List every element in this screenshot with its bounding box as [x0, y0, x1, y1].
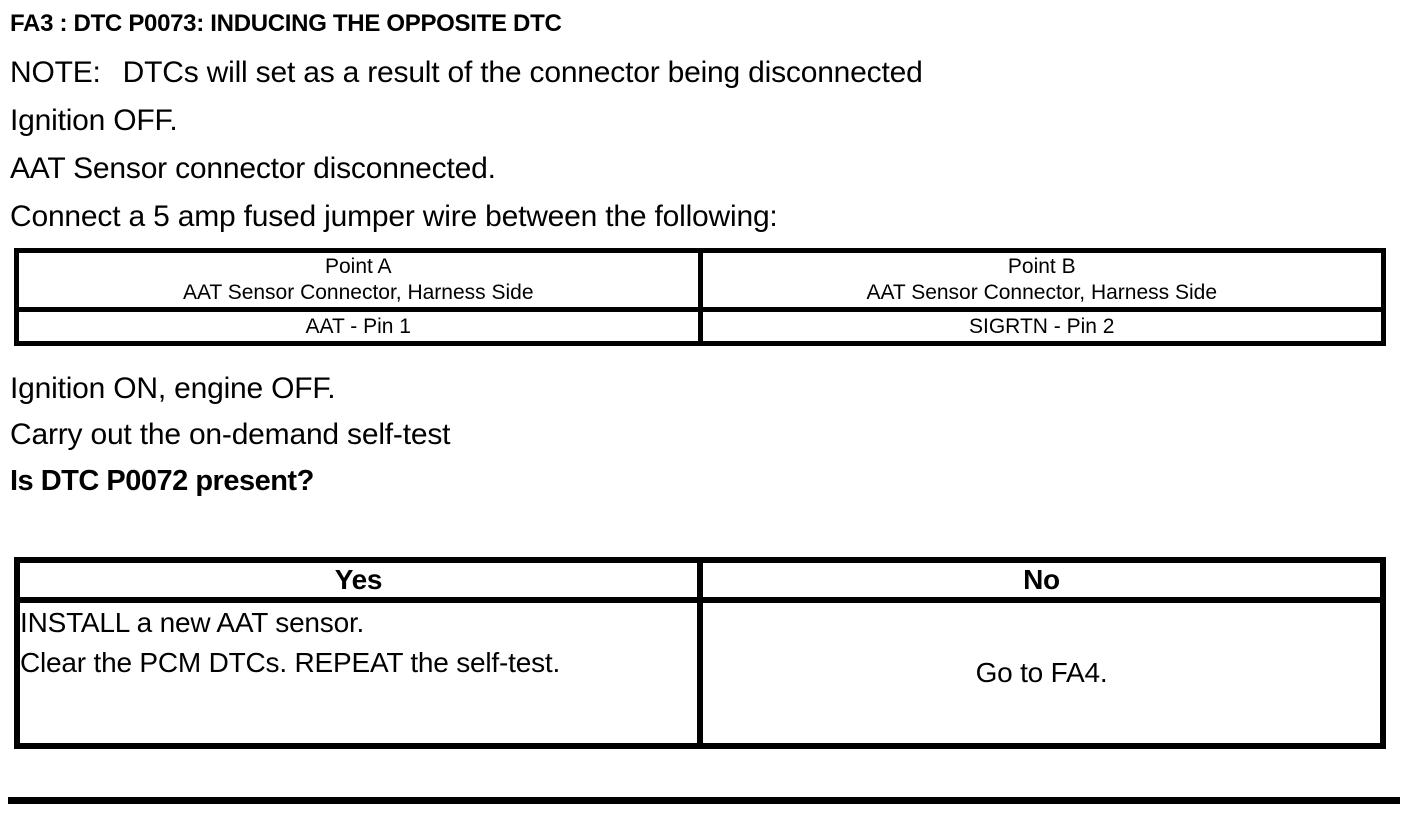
jumper-table-pin-row: AAT - Pin 1 SIGRTN - Pin 2 [14, 307, 1386, 346]
jumper-table-header-row: Point A AAT Sensor Connector, Harness Si… [14, 248, 1386, 312]
point-a-header: Point A AAT Sensor Connector, Harness Si… [14, 248, 703, 312]
yes-header: Yes [14, 557, 703, 603]
point-b-header: Point B AAT Sensor Connector, Harness Si… [697, 248, 1386, 312]
yes-action-line-2: Clear the PCM DTCs. REPEAT the self-test… [20, 647, 561, 678]
decision-table-header-row: Yes No [14, 557, 1386, 603]
step-ignition-off: Ignition OFF. [10, 104, 178, 137]
decision-table: Yes No INSTALL a new AAT sensor. Clear t… [14, 557, 1386, 749]
step-self-test: Carry out the on-demand self-test [10, 418, 451, 451]
step-connect-jumper: Connect a 5 amp fused jumper wire betwee… [10, 200, 778, 233]
note-text: DTCs will set as a result of the connect… [122, 56, 923, 89]
point-a-subtitle: AAT Sensor Connector, Harness Side [182, 281, 534, 304]
point-a-title: Point A [324, 255, 392, 278]
bottom-divider [8, 797, 1400, 804]
no-action-cell: Go to FA4. [697, 597, 1386, 749]
question-text: Is DTC P0072 present? [10, 465, 314, 497]
point-b-title: Point B [1007, 255, 1076, 278]
step-ignition-on: Ignition ON, engine OFF. [10, 372, 336, 405]
point-a-pin-cell: AAT - Pin 1 [14, 307, 703, 346]
no-header: No [697, 557, 1386, 603]
procedure-title: FA3 : DTC P0073: INDUCING THE OPPOSITE D… [10, 10, 562, 37]
step-sensor-disconnected: AAT Sensor connector disconnected. [10, 152, 496, 185]
jumper-wire-table: Point A AAT Sensor Connector, Harness Si… [14, 248, 1386, 346]
point-b-subtitle: AAT Sensor Connector, Harness Side [866, 281, 1218, 304]
note-line: NOTE: DTCs will set as a result of the co… [10, 54, 1390, 92]
decision-table-action-row: INSTALL a new AAT sensor. Clear the PCM … [14, 597, 1386, 749]
note-label: NOTE: [10, 56, 101, 89]
yes-action-cell: INSTALL a new AAT sensor. Clear the PCM … [14, 597, 703, 749]
yes-action-line-1: INSTALL a new AAT sensor. [20, 607, 365, 638]
point-b-pin-cell: SIGRTN - Pin 2 [697, 307, 1386, 346]
